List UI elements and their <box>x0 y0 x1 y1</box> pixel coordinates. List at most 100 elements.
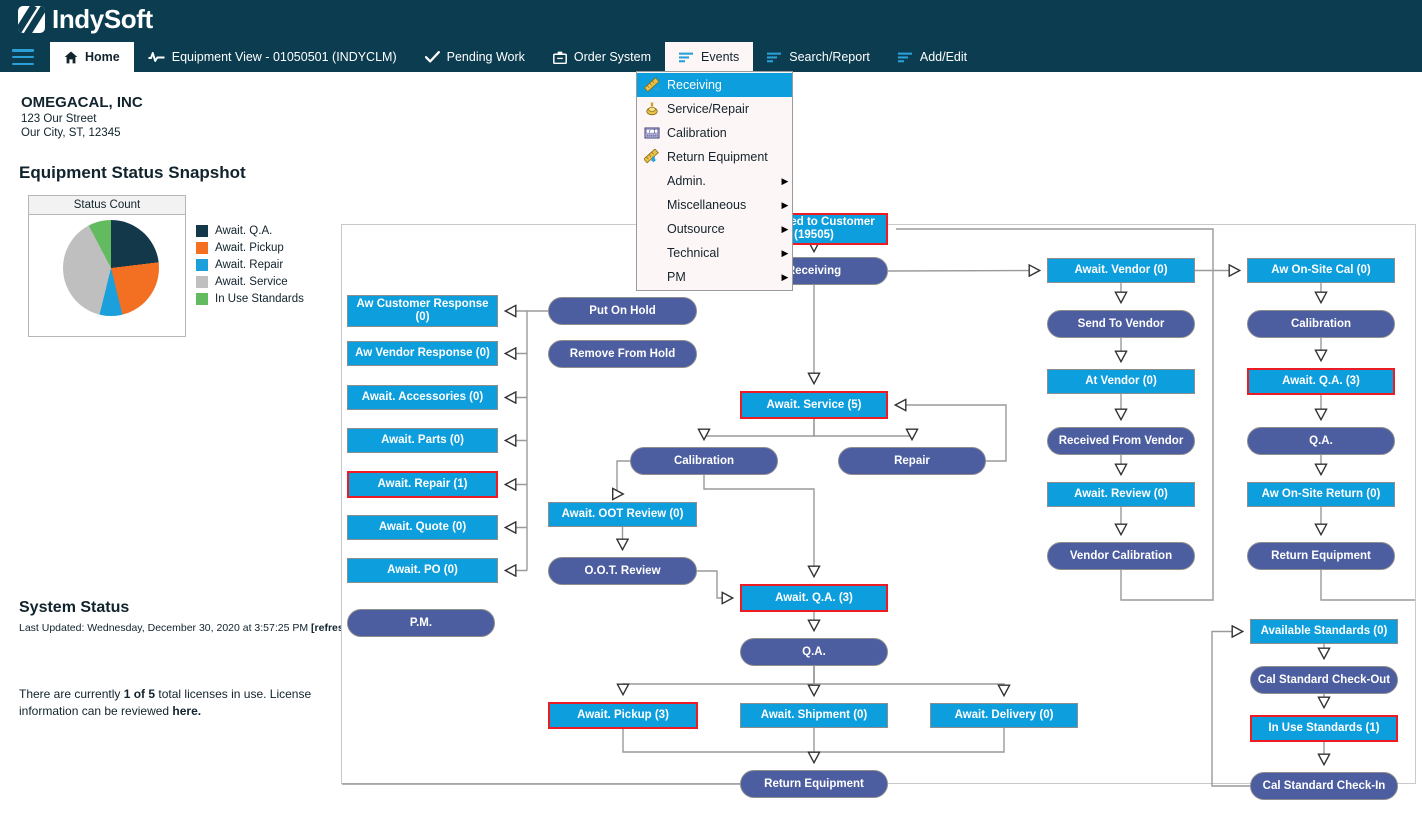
node-received-from-vendor[interactable]: Received From Vendor <box>1047 427 1195 455</box>
legend-label: In Use Standards <box>215 292 304 305</box>
calibrate-icon: r 1 <box>637 125 667 141</box>
tab-label: Add/Edit <box>919 50 968 64</box>
node-available-standards[interactable]: Available Standards (0) <box>1250 619 1398 644</box>
box-icon <box>552 51 567 64</box>
company-address-line2: Our City, ST, 12345 <box>21 127 121 139</box>
submenu-arrow-icon: ▶ <box>781 223 789 234</box>
tab-label: Pending Work <box>446 50 525 64</box>
brand-logo: IndySoft <box>18 4 153 35</box>
menu-item-label: PM <box>667 270 686 284</box>
ruler-out-icon <box>637 149 667 165</box>
node-qa-r[interactable]: Q.A. <box>1247 427 1395 455</box>
node-await-pickup[interactable]: Await. Pickup (3) <box>548 702 698 729</box>
legend-item: Await. Repair <box>196 256 304 273</box>
legend-label: Await. Service <box>215 275 288 288</box>
tab-label: Order System <box>573 50 652 64</box>
tab-add-edit[interactable]: Add/Edit <box>884 42 981 72</box>
license-info-text: There are currently 1 of 5 total license… <box>19 686 319 720</box>
tab-label: Home <box>85 50 120 64</box>
company-address-line1: 123 Our Street <box>21 113 97 125</box>
indysoft-logo-icon <box>18 6 45 33</box>
node-await-parts[interactable]: Await. Parts (0) <box>347 428 498 453</box>
list-icon <box>767 52 782 63</box>
tab-equipment-view-01050501-indyclm[interactable]: Equipment View - 01050501 (INDYCLM) <box>134 42 411 72</box>
node-send-to-vendor[interactable]: Send To Vendor <box>1047 310 1195 338</box>
menu-item-admin[interactable]: Admin.▶ <box>637 169 792 193</box>
legend-label: Await. Q.A. <box>215 224 273 237</box>
node-pm[interactable]: P.M. <box>347 609 495 637</box>
menu-item-pm[interactable]: PM▶ <box>637 265 792 289</box>
node-return-equipment-r[interactable]: Return Equipment <box>1247 542 1395 570</box>
ruler-in-icon <box>637 77 667 93</box>
node-put-on-hold[interactable]: Put On Hold <box>548 297 697 325</box>
node-in-use-standards[interactable]: In Use Standards (1) <box>1250 715 1398 742</box>
submenu-arrow-icon: ▶ <box>781 175 789 186</box>
tab-search-report[interactable]: Search/Report <box>753 42 884 72</box>
node-oot-review[interactable]: O.O.T. Review <box>548 557 697 585</box>
legend-label: Await. Repair <box>215 258 284 271</box>
node-await-qa-c[interactable]: Await. Q.A. (3) <box>740 584 888 612</box>
node-await-qa-r[interactable]: Await. Q.A. (3) <box>1247 368 1395 395</box>
node-vendor-calibration[interactable]: Vendor Calibration <box>1047 542 1195 570</box>
pulse-icon <box>148 51 165 63</box>
list-icon <box>897 52 913 63</box>
node-await-vendor[interactable]: Await. Vendor (0) <box>1047 258 1195 283</box>
node-await-review[interactable]: Await. Review (0) <box>1047 482 1195 507</box>
node-await-repair[interactable]: Await. Repair (1) <box>347 471 498 498</box>
node-await-shipment[interactable]: Await. Shipment (0) <box>740 703 888 728</box>
node-aw-vendor-response[interactable]: Aw Vendor Response (0) <box>347 341 498 366</box>
node-await-delivery[interactable]: Await. Delivery (0) <box>930 703 1078 728</box>
menu-item-label: Technical <box>667 246 720 260</box>
node-calibration-c[interactable]: Calibration <box>630 447 778 475</box>
legend-label: Await. Pickup <box>215 241 284 254</box>
tab-label: Search/Report <box>789 50 870 64</box>
tab-order-system[interactable]: Order System <box>539 42 665 72</box>
brand-name: IndySoft <box>52 4 153 34</box>
node-cal-standard-check-out[interactable]: Cal Standard Check-Out <box>1250 666 1398 694</box>
tab-events[interactable]: Events <box>665 42 754 72</box>
menu-item-service-repair[interactable]: Service/Repair <box>637 97 792 121</box>
menu-item-label: Calibration <box>667 126 727 140</box>
main-tabbar: Home Equipment View - 01050501 (INDYCLM) P… <box>0 42 1422 72</box>
license-here-link[interactable]: here. <box>172 704 202 718</box>
node-aw-onsite-return[interactable]: Aw On-Site Return (0) <box>1247 482 1395 507</box>
menu-item-calibration[interactable]: r 1 Calibration <box>637 121 792 145</box>
submenu-arrow-icon: ▶ <box>781 247 789 258</box>
menu-item-label: Return Equipment <box>667 150 768 164</box>
node-qa-c[interactable]: Q.A. <box>740 638 888 666</box>
hamburger-menu-icon[interactable] <box>12 49 34 65</box>
menu-item-label: Miscellaneous <box>667 198 747 212</box>
node-repair[interactable]: Repair <box>838 447 986 475</box>
menu-item-miscellaneous[interactable]: Miscellaneous ▶ <box>637 193 792 217</box>
submenu-arrow-icon: ▶ <box>781 199 789 210</box>
menu-item-label: Service/Repair <box>667 102 749 116</box>
last-updated-value: Last Updated: Wednesday, December 30, 20… <box>19 622 312 634</box>
node-await-service[interactable]: Await. Service (5) <box>740 391 888 419</box>
node-aw-customer-response[interactable]: Aw Customer Response (0) <box>347 295 498 327</box>
list-icon <box>679 52 694 63</box>
menu-item-technical[interactable]: Technical ▶ <box>637 241 792 265</box>
node-calibration-r[interactable]: Calibration <box>1247 310 1395 338</box>
node-return-equipment-c[interactable]: Return Equipment <box>740 770 888 798</box>
menu-item-return-equipment[interactable]: Return Equipment <box>637 145 792 169</box>
license-count: 1 of 5 <box>123 687 156 701</box>
tab-pending-work[interactable]: Pending Work <box>411 42 539 72</box>
node-aw-onsite-cal[interactable]: Aw On-Site Cal (0) <box>1247 258 1395 283</box>
node-at-vendor[interactable]: At Vendor (0) <box>1047 369 1195 394</box>
node-await-quote[interactable]: Await. Quote (0) <box>347 515 498 540</box>
menu-item-outsource[interactable]: Outsource ▶ <box>637 217 792 241</box>
tab-list: Home Equipment View - 01050501 (INDYCLM) P… <box>50 42 981 72</box>
node-remove-from-hold[interactable]: Remove From Hold <box>548 340 697 368</box>
tab-home[interactable]: Home <box>50 42 134 72</box>
node-await-accessories[interactable]: Await. Accessories (0) <box>347 385 498 410</box>
node-cal-standard-check-in[interactable]: Cal Standard Check-In <box>1250 772 1398 800</box>
svg-text:r 1: r 1 <box>648 129 656 134</box>
legend-item: In Use Standards <box>196 290 304 307</box>
menu-item-label: Outsource <box>667 222 725 236</box>
node-await-po[interactable]: Await. PO (0) <box>347 558 498 583</box>
node-await-oot-review[interactable]: Await. OOT Review (0) <box>548 502 697 527</box>
menu-item-receiving[interactable]: Receiving <box>637 73 792 97</box>
chart-header: Status Count <box>29 196 185 215</box>
status-pie-chart <box>63 220 159 316</box>
